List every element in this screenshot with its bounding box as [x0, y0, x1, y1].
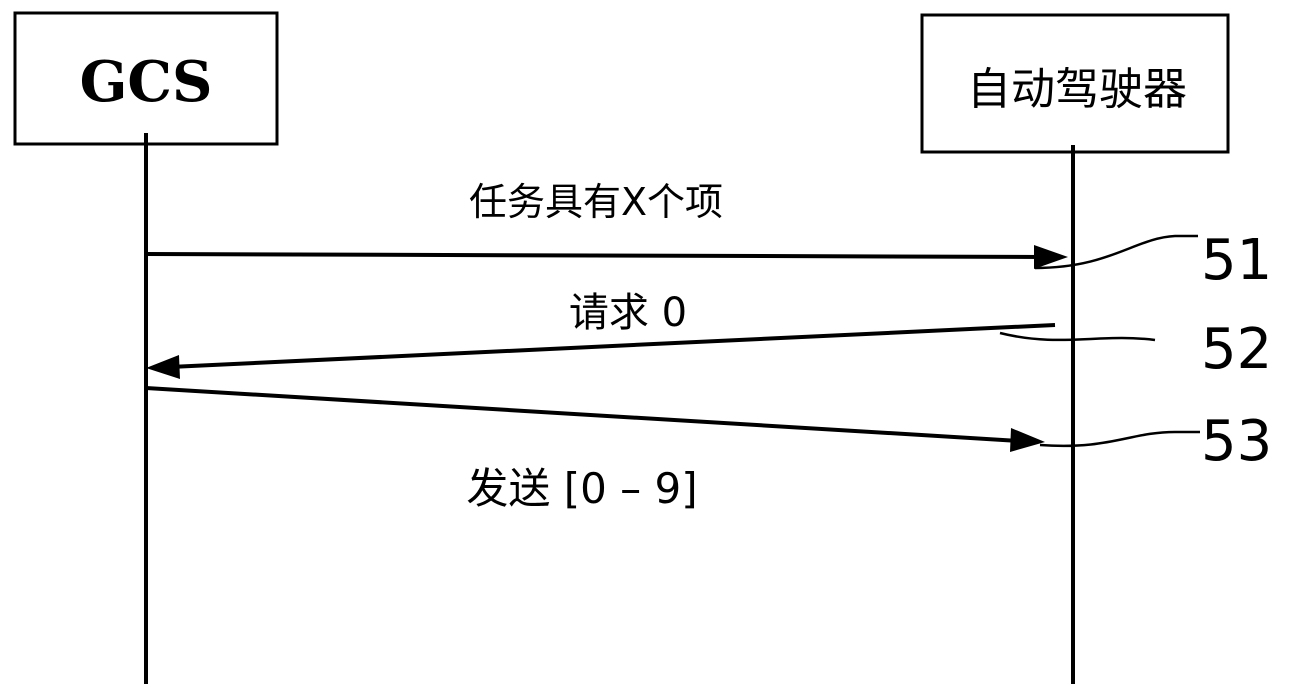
autopilot-label: 自动驾驶器	[967, 64, 1187, 115]
ref-53-leader	[1039, 430, 1200, 448]
message-2-arrowhead	[146, 355, 180, 379]
message-2-arrow	[169, 323, 1056, 369]
message-3-arrow	[145, 386, 1021, 443]
message-3-arrowhead	[1010, 428, 1045, 452]
ref-53-label: 53	[1201, 409, 1272, 474]
ref-51-label: 51	[1201, 228, 1272, 293]
ref-51-leader	[1034, 234, 1198, 270]
gcs-label: GCS	[80, 49, 213, 115]
message-2-label: 请求 0	[569, 290, 687, 336]
message-3-label: 发送 [0 – 9]	[466, 464, 697, 513]
ref-52-label: 52	[1201, 317, 1272, 382]
ref-52-leader	[999, 331, 1156, 342]
message-1-arrow	[145, 252, 1046, 259]
message-1-label: 任务具有X个项	[469, 180, 723, 224]
message-1-arrowhead	[1034, 245, 1068, 269]
